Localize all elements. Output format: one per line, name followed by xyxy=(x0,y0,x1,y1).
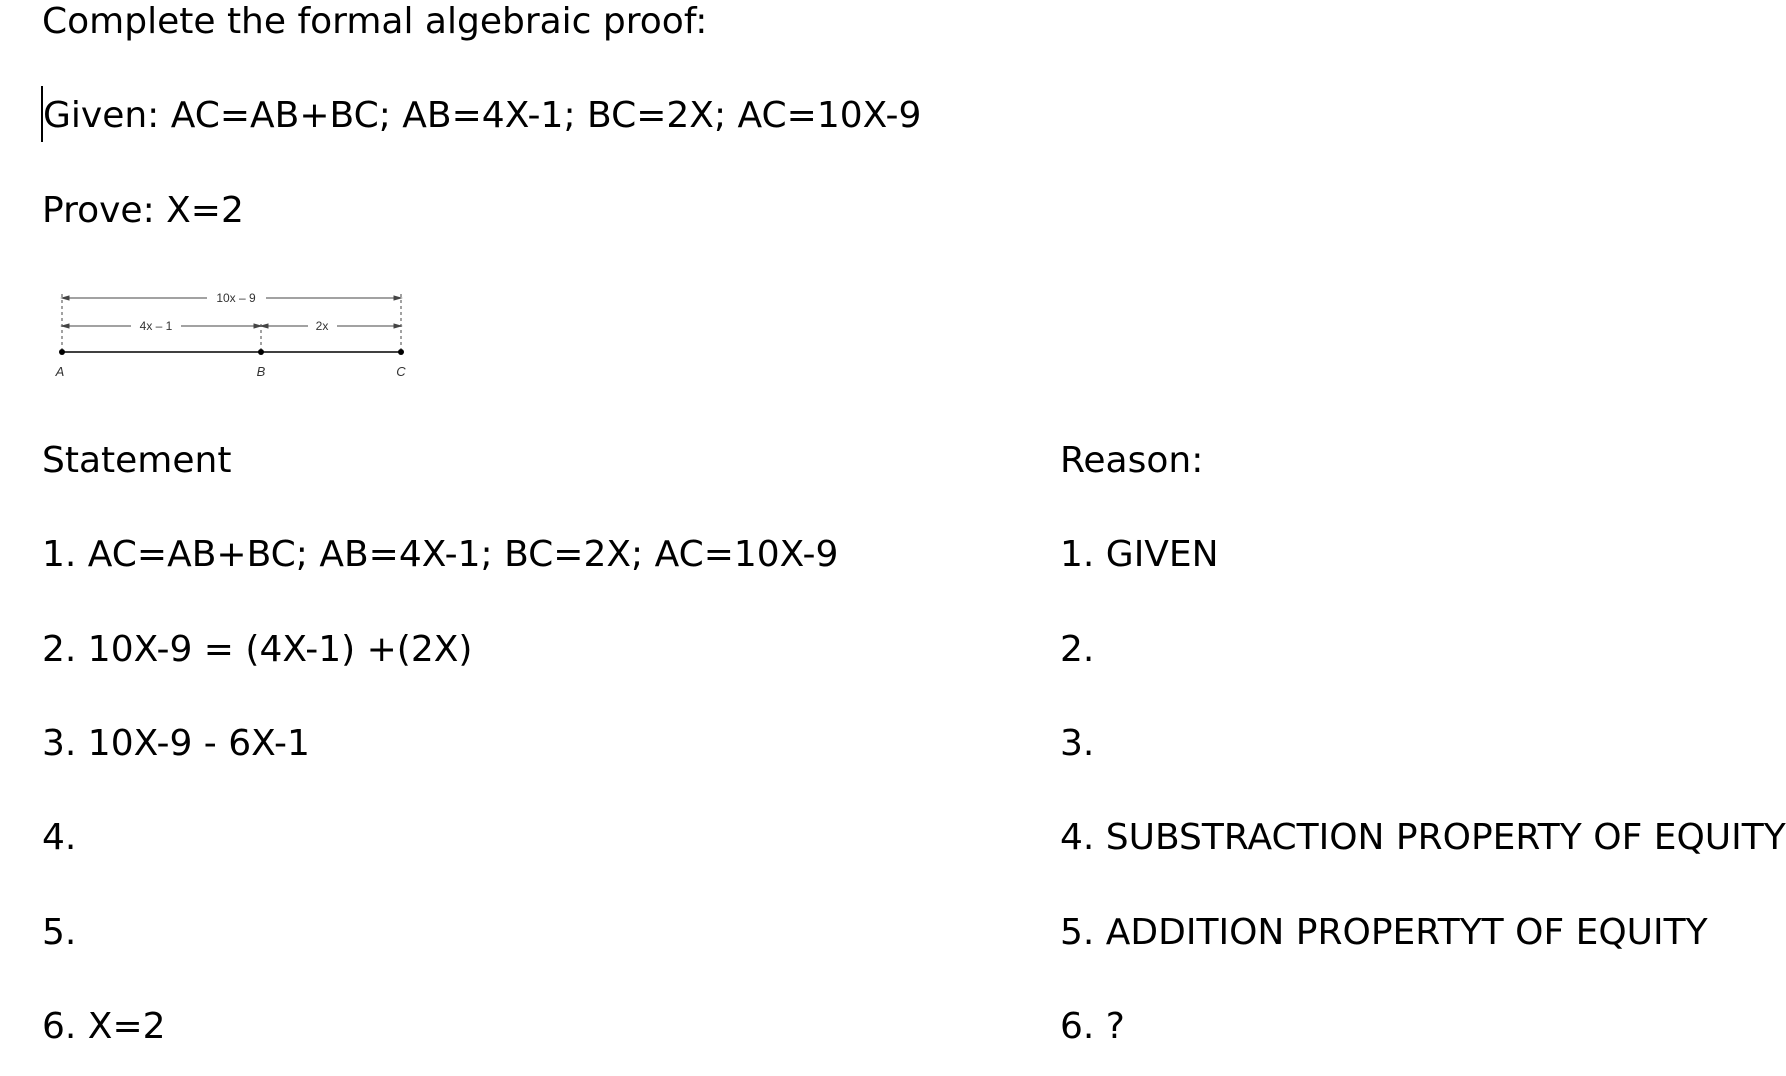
point-a-label: A xyxy=(55,364,65,379)
point-c-label: C xyxy=(396,364,406,379)
reason-header: Reason: xyxy=(1060,440,1204,481)
arrowhead xyxy=(393,323,403,329)
reason-row-2: 2. xyxy=(1060,629,1095,670)
arrowhead xyxy=(393,295,403,301)
text-cursor xyxy=(41,86,43,142)
label-total: 10x – 9 xyxy=(216,291,256,305)
reason-row-3: 3. xyxy=(1060,723,1095,764)
reason-row-6: 6. ? xyxy=(1060,1006,1125,1047)
statement-row-3: 3. 10X-9 - 6X-1 xyxy=(42,723,310,764)
reason-row-5: 5. ADDITION PROPERTYT OF EQUITY xyxy=(1060,912,1708,953)
prove-text: Prove: X=2 xyxy=(42,190,244,231)
arrowhead xyxy=(253,323,263,329)
point-c-dot xyxy=(398,349,404,355)
given-text: Given: AC=AB+BC; AB=4X-1; BC=2X; AC=10X-… xyxy=(43,95,922,136)
label-ab: 4x – 1 xyxy=(140,319,173,333)
arrowhead xyxy=(259,323,269,329)
label-bc: 2x xyxy=(316,319,329,333)
statement-row-1: 1. AC=AB+BC; AB=4X-1; BC=2X; AC=10X-9 xyxy=(42,534,839,575)
segment-diagram: 10x – 9 4x – 1 2x A B C xyxy=(50,286,420,386)
arrowhead xyxy=(60,323,70,329)
statement-row-5: 5. xyxy=(42,912,77,953)
point-a-dot xyxy=(59,349,65,355)
point-b-label: B xyxy=(257,364,266,379)
point-b-dot xyxy=(258,349,264,355)
reason-row-1: 1. GIVEN xyxy=(1060,534,1219,575)
instruction-text: Complete the formal algebraic proof: xyxy=(42,1,708,42)
reason-row-4: 4. SUBSTRACTION PROPERTY OF EQUITY xyxy=(1060,817,1786,858)
statement-row-6: 6. X=2 xyxy=(42,1006,166,1047)
statement-header: Statement xyxy=(42,440,232,481)
statement-row-2: 2. 10X-9 = (4X-1) +(2X) xyxy=(42,629,473,670)
arrowhead xyxy=(60,295,70,301)
statement-row-4: 4. xyxy=(42,817,77,858)
